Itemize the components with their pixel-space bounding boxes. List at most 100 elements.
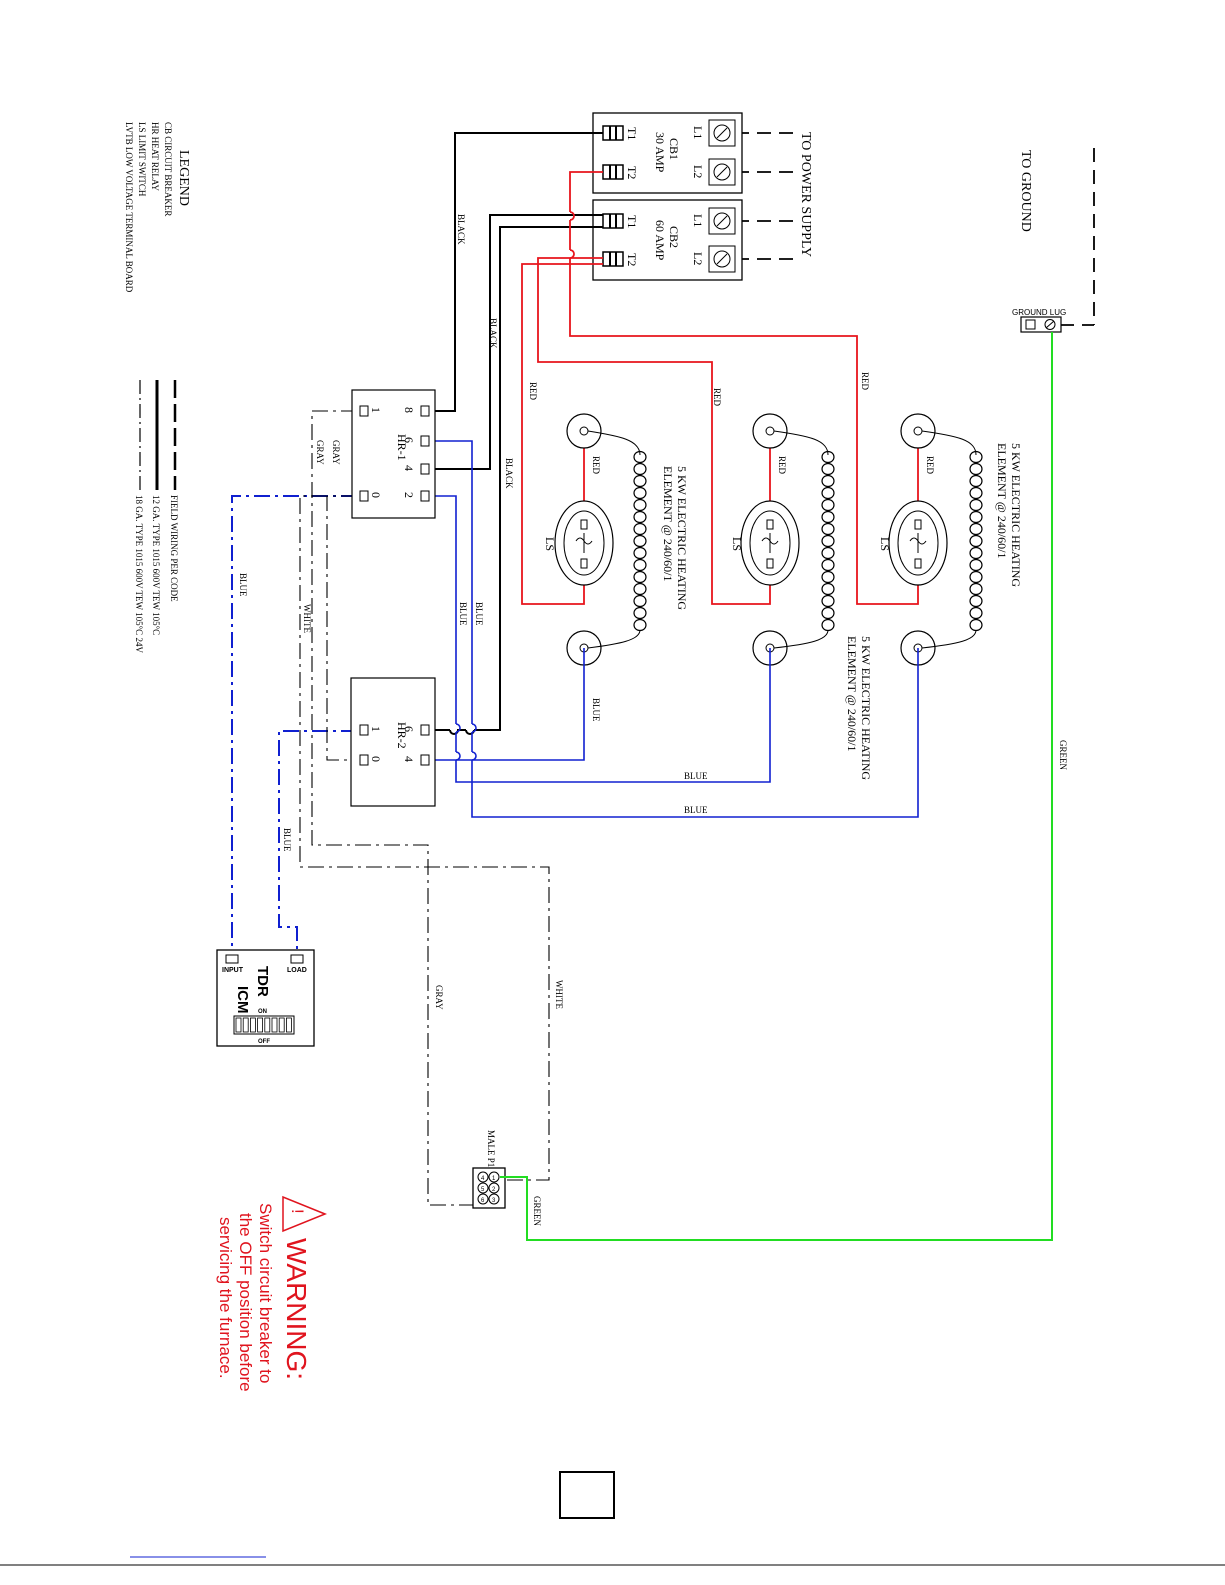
cb1-rating: 30 AMP: [653, 132, 667, 173]
coil-loop: [821, 546, 835, 560]
coil-loop: [821, 486, 835, 500]
wire-label-black: BLACK: [456, 214, 466, 245]
gray-white-wires: [299, 410, 550, 1206]
wire-label-green: GREEN: [532, 1196, 542, 1226]
relay-hr-1: HR-1 8 6 4 2 1 0: [351, 389, 436, 519]
coil-loop: [969, 462, 983, 476]
coil-loop: [969, 570, 983, 584]
black-wires: [431, 132, 603, 735]
cb2-rating: 60 AMP: [653, 220, 667, 261]
coil-loop: [969, 510, 983, 524]
element-label: 5 KW ELECTRIC HEATING: [1009, 443, 1023, 587]
hr2-pin: 6: [402, 726, 416, 732]
cb2-l1: L1: [691, 214, 705, 227]
warning-triangle-icon: [282, 1195, 327, 1233]
tdr-on: ON: [258, 1009, 267, 1015]
wire-label-green: GREEN: [1058, 740, 1068, 770]
coil-loop: [821, 510, 835, 524]
coil-loop: [633, 546, 647, 560]
hr2-pin: 1: [369, 726, 383, 732]
wire-label-red: RED: [925, 456, 935, 475]
coils: [633, 450, 983, 632]
tdr-title: TDR: [254, 966, 271, 997]
coil-loop: [969, 618, 983, 632]
limit-switch: [888, 500, 948, 586]
plug-pin: 4: [481, 1176, 485, 1182]
ground-label: TO GROUND: [1018, 150, 1033, 232]
cb1-t1: T1: [625, 127, 639, 140]
plug-pin: 6: [481, 1198, 485, 1204]
cb2-l2: L2: [691, 252, 705, 265]
dip-switch-segment: [264, 1017, 271, 1033]
coil-loop: [969, 522, 983, 536]
tdr-brand: ICM: [234, 986, 251, 1014]
coil-loop: [633, 558, 647, 572]
coil-loop: [969, 594, 983, 608]
plug-pin: 2: [492, 1187, 496, 1193]
warning-symbol: !: [288, 1209, 307, 1214]
warning-line: servicing the furnace.: [216, 1217, 235, 1379]
hr2-pin: 4: [402, 756, 416, 762]
coil-loop: [969, 534, 983, 548]
coil-loop: [633, 594, 647, 608]
breaker-cb1: L1 L2 CB1 30 AMP T1 T2: [592, 112, 743, 194]
key-label: 18 GA. TYPE 1015 600V TEW 105°C 24V: [134, 495, 144, 653]
tdr-input: INPUT: [222, 967, 244, 974]
dip-switch-segment: [249, 1017, 256, 1033]
tdr-load: LOAD: [287, 967, 307, 974]
green-ground-wire: [500, 332, 1053, 1241]
plug-pin: 1: [492, 1176, 496, 1182]
tdr-off: OFF: [258, 1039, 270, 1045]
legend-item: HR HEAT RELAY: [150, 122, 160, 192]
coil-loop: [821, 462, 835, 476]
coil-loop: [633, 522, 647, 536]
wire-label-red: RED: [712, 388, 722, 407]
ground-lug: GROUND LUG: [1012, 308, 1066, 333]
cb1-t2: T2: [625, 166, 639, 179]
wire-label-blue: BLUE: [282, 828, 292, 852]
cb1-l1: L1: [691, 126, 705, 139]
cb1-l2: L2: [691, 165, 705, 178]
coil-loop: [633, 510, 647, 524]
element-label: 5 KW ELECTRIC HEATING: [859, 636, 873, 780]
coil-loop: [633, 534, 647, 548]
element-label: ELEMENT @ 240/60/1: [995, 443, 1009, 559]
coil-loop: [821, 522, 835, 536]
legend-item: LVTB LOW VOLTAGE TERMINAL BOARD: [124, 122, 134, 293]
hr1-pin: 2: [402, 492, 416, 498]
hr1-pin: 0: [369, 492, 383, 498]
coil-loop: [821, 582, 835, 596]
line-key: FIELD WIRING PER CODE 12 GA. TYPE 1015 6…: [134, 380, 179, 653]
hr1-pin: 4: [402, 465, 416, 471]
hr2-pin: 0: [369, 756, 383, 762]
dip-switch-segment: [242, 1017, 249, 1033]
coil-loop: [633, 462, 647, 476]
wire-label-blue: BLUE: [684, 771, 708, 781]
coil-loop: [633, 486, 647, 500]
coil-loop: [633, 582, 647, 596]
plug-pin: 3: [492, 1198, 496, 1204]
hr1-pin: 1: [369, 407, 383, 413]
dip-switch-segment: [278, 1017, 285, 1033]
coil-loop: [633, 570, 647, 584]
heating-element-2: [752, 413, 829, 666]
cb2-name: CB2: [667, 226, 681, 248]
ls-label: LS: [543, 537, 557, 551]
coil-loop: [821, 558, 835, 572]
coil-loop: [969, 606, 983, 620]
power-supply-label: TO POWER SUPPLY: [798, 132, 813, 257]
cb1-name: CB1: [667, 138, 681, 160]
element-label: ELEMENT @ 240/60/1: [845, 636, 859, 752]
coil-loop: [821, 606, 835, 620]
legend: LEGEND CB CIRCUIT BREAKER HR HEAT RELAY …: [124, 122, 191, 293]
red-wires: [521, 171, 919, 605]
element-label: ELEMENT @ 240/60/1: [661, 466, 675, 582]
cb2-t2: T2: [625, 253, 639, 266]
wire-label-blue: BLUE: [591, 698, 601, 722]
legend-title: LEGEND: [176, 150, 191, 206]
dip-switch: [235, 1017, 292, 1033]
limit-switch: [554, 500, 614, 586]
breaker-cb2: L1 L2 CB2 60 AMP T1 T2: [592, 199, 743, 281]
plug-label: MALE P1: [486, 1130, 496, 1167]
